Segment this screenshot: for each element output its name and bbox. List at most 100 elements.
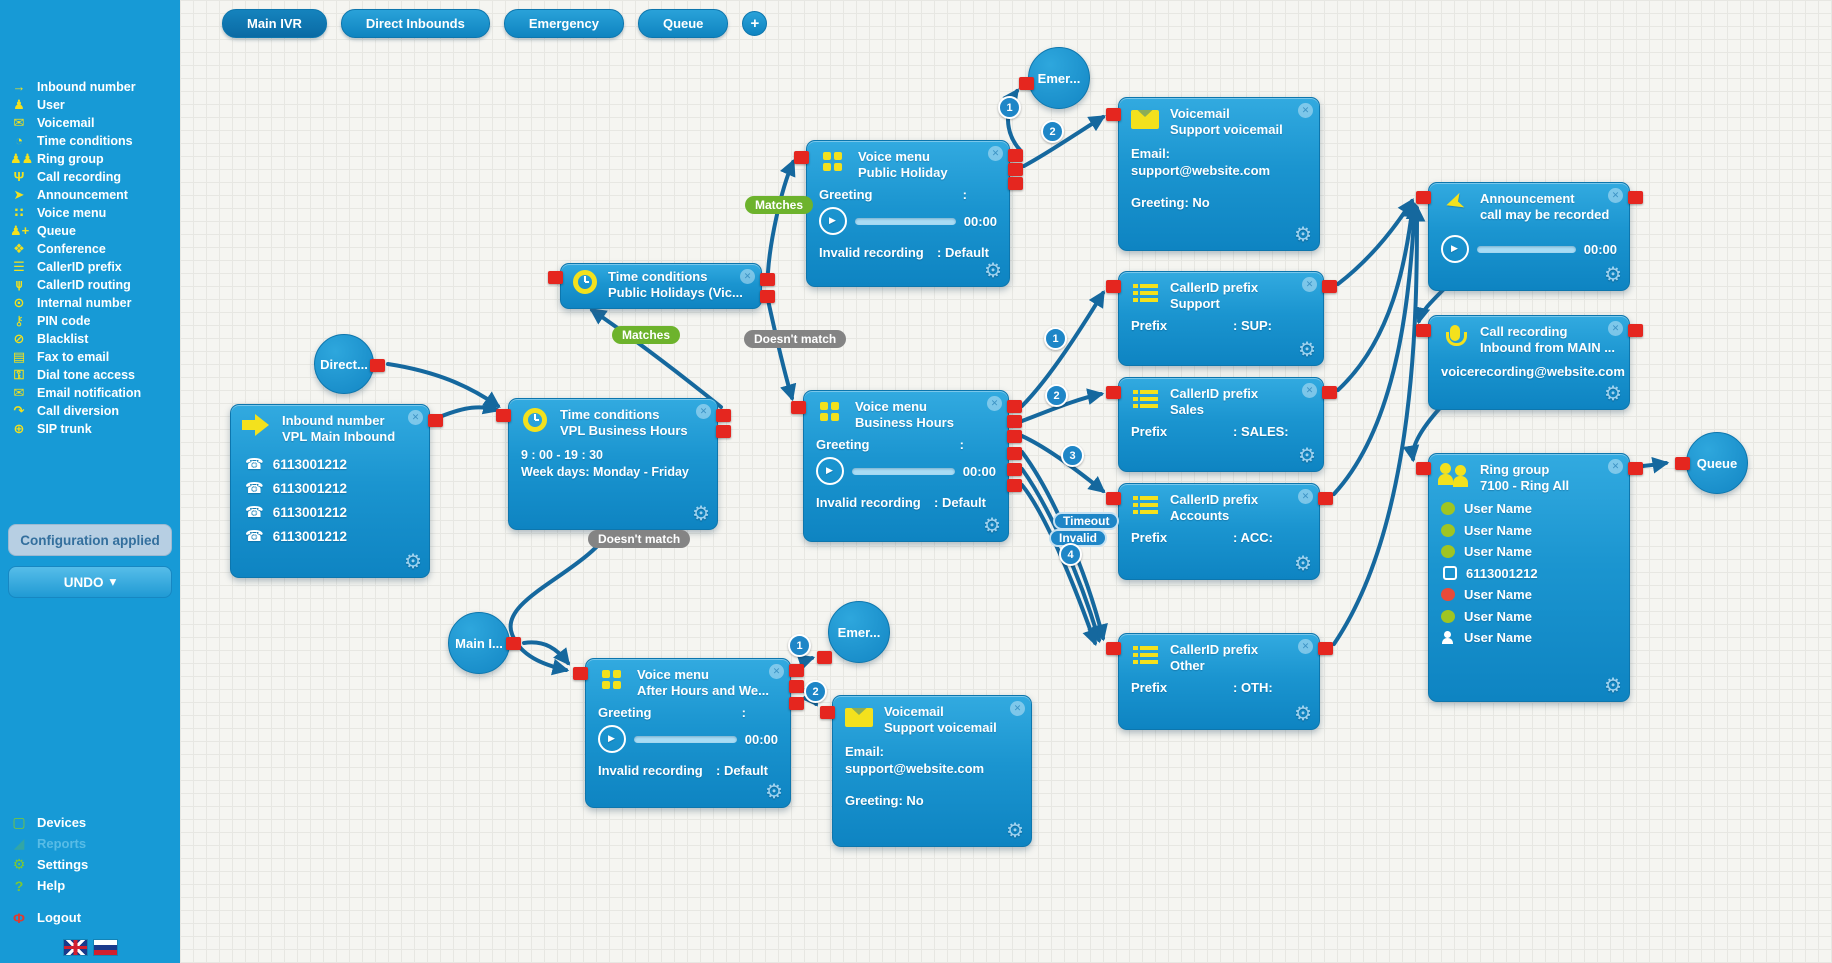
gear-icon[interactable] (1294, 222, 1312, 247)
progress-bar[interactable] (1477, 245, 1576, 253)
connector-out[interactable] (370, 359, 385, 372)
close-icon[interactable] (1608, 459, 1623, 474)
connector-out[interactable] (506, 637, 521, 650)
connector-out[interactable] (1318, 642, 1333, 655)
gear-icon[interactable] (1604, 381, 1622, 406)
sidebar-item-help[interactable]: ? Help (0, 875, 180, 896)
sidebar-item-queue[interactable]: ♟+ Queue (0, 222, 180, 240)
sidebar-item-internal-number[interactable]: ⊙ Internal number (0, 294, 180, 312)
close-icon[interactable] (988, 146, 1003, 161)
close-icon[interactable] (987, 396, 1002, 411)
connector-out[interactable] (1007, 447, 1022, 460)
sidebar-item-blacklist[interactable]: ⊘ Blacklist (0, 330, 180, 348)
connector-out[interactable] (789, 664, 804, 677)
close-icon[interactable] (1302, 383, 1317, 398)
connector-in[interactable] (1416, 324, 1431, 337)
gear-icon[interactable] (692, 501, 710, 526)
play-button[interactable] (598, 725, 626, 753)
close-icon[interactable] (1298, 489, 1313, 504)
connector-out[interactable] (1322, 386, 1337, 399)
sidebar-item-call-recording[interactable]: Ψ Call recording (0, 168, 180, 186)
gear-icon[interactable] (1298, 443, 1316, 468)
connector-out[interactable] (1007, 400, 1022, 413)
close-icon[interactable] (408, 410, 423, 425)
node-callerid-prefix-accounts[interactable]: CallerID prefix Accounts Prefix : ACC: (1106, 483, 1333, 580)
connector-out[interactable] (716, 425, 731, 438)
sidebar-item-sip-trunk[interactable]: ⊕ SIP trunk (0, 420, 180, 438)
sidebar-item-inbound-number[interactable]: → Inbound number (0, 78, 180, 96)
sidebar-item-email-notification[interactable]: ✉ Email notification (0, 384, 180, 402)
progress-bar[interactable] (852, 467, 955, 475)
node-circle-emergency-bottom[interactable]: Emer... (817, 601, 890, 664)
connector-out[interactable] (716, 409, 731, 422)
node-inbound-number[interactable]: Inbound number VPL Main Inbound 61130012… (230, 404, 443, 578)
connector-out[interactable] (760, 273, 775, 286)
close-icon[interactable] (769, 664, 784, 679)
close-icon[interactable] (1302, 277, 1317, 292)
progress-bar[interactable] (634, 735, 737, 743)
connector-in[interactable] (1416, 191, 1431, 204)
gear-icon[interactable] (983, 513, 1001, 538)
undo-button[interactable]: UNDO ▾ (8, 566, 172, 598)
connector-out[interactable] (428, 414, 443, 427)
play-button[interactable] (819, 207, 847, 235)
node-voicemail-support-top[interactable]: Voicemail Support voicemail Email: suppo… (1106, 97, 1320, 251)
close-icon[interactable] (1298, 103, 1313, 118)
node-circle-main-ivr[interactable]: Main I... (448, 612, 521, 674)
gear-icon[interactable] (1294, 551, 1312, 576)
gear-icon[interactable] (1604, 262, 1622, 287)
tab-emergency[interactable]: Emergency (503, 9, 624, 38)
node-circle-emergency-top[interactable]: Emer... (1019, 47, 1090, 109)
connector-in[interactable] (1106, 386, 1121, 399)
node-voice-menu-business-hours[interactable]: Voice menu Business Hours Greeting : 00:… (791, 390, 1022, 542)
connector-in[interactable] (1019, 77, 1034, 90)
node-time-conditions-business-hours[interactable]: Time conditions VPL Business Hours 9 : 0… (496, 398, 731, 530)
node-callerid-prefix-support[interactable]: CallerID prefix Support Prefix : SUP: (1106, 271, 1337, 366)
node-circle-queue[interactable]: Queue (1675, 432, 1748, 494)
sidebar-item-user[interactable]: ♟ User (0, 96, 180, 114)
sidebar-item-callerid-routing[interactable]: ⋔ CallerID routing (0, 276, 180, 294)
connector-in[interactable] (1675, 457, 1690, 470)
connector-in[interactable] (1416, 462, 1431, 475)
node-time-conditions-public-holidays[interactable]: Time conditions Public Holidays (Vic... (548, 263, 775, 309)
node-callerid-prefix-sales[interactable]: CallerID prefix Sales Prefix : SALES: (1106, 377, 1337, 472)
russia-flag[interactable] (93, 940, 117, 955)
connector-in[interactable] (817, 651, 832, 664)
connector-in[interactable] (820, 706, 835, 719)
connector-out[interactable] (1318, 492, 1333, 505)
close-icon[interactable] (1298, 639, 1313, 654)
close-icon[interactable] (1010, 701, 1025, 716)
progress-bar[interactable] (855, 217, 956, 225)
sidebar-item-settings[interactable]: ⚙ Settings (0, 854, 180, 875)
connector-in[interactable] (794, 151, 809, 164)
node-voice-menu-public-holiday[interactable]: Voice menu Public Holiday Greeting : 00:… (794, 140, 1023, 287)
tab-direct-inbounds[interactable]: Direct Inbounds (340, 9, 490, 38)
node-voice-menu-after-hours[interactable]: Voice menu After Hours and We... Greetin… (573, 658, 804, 808)
tab-main-ivr[interactable]: Main IVR (222, 9, 327, 38)
sidebar-item-callerid-prefix[interactable]: ☰ CallerID prefix (0, 258, 180, 276)
gear-icon[interactable] (1006, 818, 1024, 843)
connector-out[interactable] (1008, 149, 1023, 162)
node-callerid-prefix-other[interactable]: CallerID prefix Other Prefix : OTH: (1106, 633, 1333, 730)
uk-flag[interactable] (63, 940, 87, 955)
sidebar-item-voice-menu[interactable]: ∷ Voice menu (0, 204, 180, 222)
sidebar-item-time-conditions[interactable]: ◔ Time conditions (0, 132, 180, 150)
gear-icon[interactable] (404, 549, 422, 574)
connector-out[interactable] (1008, 177, 1023, 190)
node-announcement[interactable]: Announcement call may be recorded 00:00 (1416, 182, 1643, 291)
connector-out[interactable] (1007, 430, 1022, 443)
connector-out[interactable] (789, 680, 804, 693)
connector-in[interactable] (1106, 642, 1121, 655)
sidebar-item-pin-code[interactable]: ⚷ PIN code (0, 312, 180, 330)
play-button[interactable] (1441, 235, 1469, 263)
configuration-status-button[interactable]: Configuration applied (8, 524, 172, 556)
sidebar-item-dial-tone-access[interactable]: ⚿ Dial tone access (0, 366, 180, 384)
sidebar-item-call-diversion[interactable]: ↷ Call diversion (0, 402, 180, 420)
connector-out[interactable] (1628, 462, 1643, 475)
sidebar-item-conference[interactable]: ❖ Conference (0, 240, 180, 258)
connector-out[interactable] (789, 697, 804, 710)
connector-in[interactable] (1106, 280, 1121, 293)
connector-out[interactable] (1008, 163, 1023, 176)
gear-icon[interactable] (765, 779, 783, 804)
sidebar-item-ring-group[interactable]: ♟♟ Ring group (0, 150, 180, 168)
